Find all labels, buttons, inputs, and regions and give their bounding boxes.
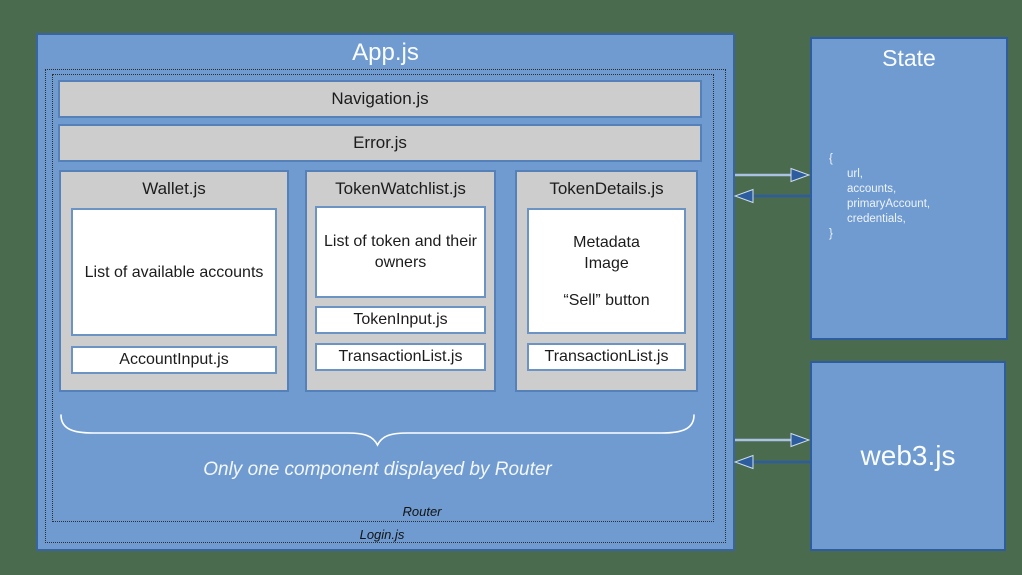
state-code-line: accounts, [847, 183, 897, 195]
transaction-list-js-label: TransactionList.js [338, 348, 463, 365]
arrow-right-icon [735, 167, 810, 183]
web3-js-title: web3.js [860, 440, 956, 471]
navigation-js-label: Navigation.js [331, 89, 429, 108]
router-note: Only one component displayed by Router [203, 459, 552, 480]
token-watchlist-js-title: TokenWatchlist.js [335, 179, 466, 198]
router-boundary [52, 74, 714, 522]
wallet-body-text: List of available accounts [84, 263, 264, 281]
arrow-left-icon [734, 188, 810, 204]
token-watchlist-body-box: List of token and their owners [315, 206, 486, 298]
transaction-list-js-component: TransactionList.js [527, 343, 686, 371]
state-container: State { url, accounts, primaryAccount, c… [810, 37, 1008, 340]
navigation-js-component: Navigation.js [58, 80, 702, 118]
state-code-line: url, [847, 168, 863, 180]
token-details-body-box: Metadata Image “Sell” button [527, 208, 686, 334]
login-js-label: Login.js [359, 527, 405, 542]
error-js-component: Error.js [58, 124, 702, 162]
state-code-line: } [829, 228, 833, 240]
token-input-js-label: TokenInput.js [353, 311, 448, 328]
token-details-js-component: TokenDetails.js Metadata Image “Sell” bu… [515, 170, 698, 392]
image-line: Image [584, 254, 629, 272]
login-js-boundary [45, 69, 726, 543]
account-input-js-label: AccountInput.js [119, 351, 229, 368]
transaction-list-js-component: TransactionList.js [315, 343, 486, 371]
wallet-js-title: Wallet.js [142, 179, 206, 198]
wallet-body-box: List of available accounts [71, 208, 277, 336]
arrow-right-icon [735, 432, 810, 448]
app-js-container: App.js Navigation.js Error.js Wallet.js … [36, 33, 735, 551]
arrow-left-icon [734, 454, 810, 470]
token-details-js-title: TokenDetails.js [549, 179, 664, 198]
error-js-label: Error.js [353, 133, 407, 152]
sell-button-line: “Sell” button [563, 291, 650, 309]
state-code-line: primaryAccount, [847, 198, 931, 210]
web3-js-container: web3.js [810, 361, 1006, 551]
transaction-list-js-label: TransactionList.js [544, 348, 669, 365]
account-input-js-component: AccountInput.js [71, 346, 277, 374]
state-title: State [882, 45, 936, 71]
token-watchlist-js-component: TokenWatchlist.js List of token and thei… [305, 170, 496, 392]
curly-brace-icon [60, 414, 695, 447]
state-code-line: credentials, [847, 213, 906, 225]
metadata-line: Metadata [573, 233, 640, 251]
token-watchlist-body-text: List of token and their owners [324, 233, 477, 271]
router-label: Router [402, 504, 442, 519]
wallet-js-component: Wallet.js List of available accounts Acc… [59, 170, 289, 392]
token-input-js-component: TokenInput.js [315, 306, 486, 334]
state-code-block: { url, accounts, primaryAccount, credent… [829, 152, 930, 242]
app-js-title: App.js [352, 39, 419, 66]
state-code-line: { [829, 153, 833, 165]
